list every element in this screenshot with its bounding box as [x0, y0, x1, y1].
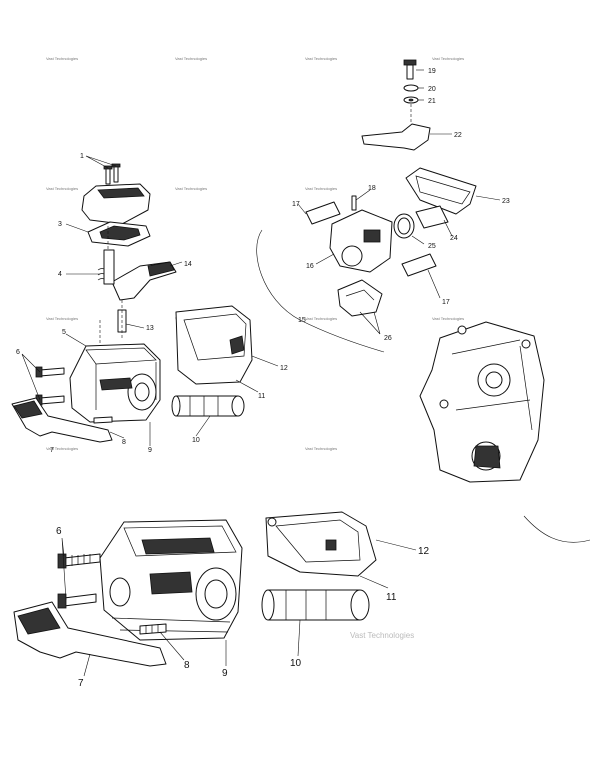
callout-20: 20 [428, 86, 436, 93]
bracket-part-11 [175, 305, 253, 385]
watermark-6: Vast Technologies [175, 186, 207, 191]
cable-switch-assembly [256, 59, 545, 483]
callout-23: 23 [502, 198, 510, 205]
watermark-9: Vast Technologies [46, 316, 78, 321]
engine-cover-casting [419, 321, 545, 483]
detail-callout-7: 7 [78, 678, 84, 689]
callout-4: 4 [58, 271, 62, 278]
watermark-11: Vast Technologies [305, 316, 337, 321]
callout-labels: 1 3 4 5 6 7 8 9 10 11 12 13 14 15 16 17 … [16, 68, 510, 689]
callout-26: 26 [384, 335, 392, 342]
callout-11: 11 [258, 393, 265, 400]
callout-8: 8 [122, 439, 126, 446]
watermark-2: Vast Technologies [175, 56, 207, 61]
throttle-housing-assembly [11, 163, 253, 443]
callout-5: 5 [62, 329, 66, 336]
switch-block [329, 209, 393, 273]
detail-callout-8: 8 [184, 660, 190, 671]
clip-part-22 [361, 123, 431, 151]
detail-bushing-part-10 [261, 589, 370, 621]
callout-21: 21 [428, 98, 436, 105]
watermark-5: Vast Technologies [46, 186, 78, 191]
callout-6: 6 [16, 349, 20, 356]
callout-17-upper: 17 [292, 201, 300, 208]
bushing-part-10 [171, 395, 245, 417]
callout-18: 18 [368, 185, 376, 192]
pad-part-17-upper [305, 201, 341, 225]
callout-1: 1 [80, 153, 84, 160]
callout-9: 9 [148, 447, 152, 454]
callout-14: 14 [184, 261, 192, 268]
washer-part-20 [403, 84, 419, 92]
callout-16: 16 [306, 263, 314, 270]
watermark-12: Vast Technologies [432, 316, 464, 321]
pad-part-17-lower [401, 253, 437, 277]
callout-13: 13 [146, 325, 154, 332]
detail-callout-12: 12 [418, 546, 430, 557]
screws-part-6 [35, 366, 65, 406]
cover-plate-part-23 [405, 167, 477, 215]
callout-17-lower: 17 [442, 299, 450, 306]
leader-lines [21, 69, 501, 677]
detail-enlarged-view [13, 511, 591, 667]
bracket-part-26 [337, 279, 383, 317]
callout-10: 10 [192, 437, 200, 444]
bolt-part-19 [403, 59, 417, 80]
callout-19: 19 [428, 68, 436, 75]
detail-callout-11: 11 [386, 592, 397, 603]
watermark-14: Vast Technologies [305, 446, 337, 451]
detail-bracket-part-11 [265, 511, 377, 577]
watermark-7: Vast Technologies [305, 186, 337, 191]
watermark-large: Vast Technologies [350, 631, 414, 640]
detail-callout-6: 6 [56, 526, 62, 537]
callout-15: 15 [298, 317, 306, 324]
detail-callout-9: 9 [222, 668, 228, 679]
callout-12: 12 [280, 365, 288, 372]
callout-3: 3 [58, 221, 62, 228]
detail-screw-part-8 [139, 623, 167, 635]
watermark-1: Vast Technologies [46, 56, 78, 61]
watermark-4: Vast Technologies [432, 56, 464, 61]
detail-screws-part-6 [57, 553, 101, 609]
callout-25: 25 [428, 243, 436, 250]
callout-22: 22 [454, 132, 462, 139]
watermark-3: Vast Technologies [305, 56, 337, 61]
callout-24: 24 [450, 235, 458, 242]
detail-callout-10: 10 [290, 658, 302, 669]
watermark-13: Vast Technologies [46, 446, 78, 451]
bushing-part-24 [415, 205, 449, 229]
callout-7: 7 [50, 447, 54, 454]
